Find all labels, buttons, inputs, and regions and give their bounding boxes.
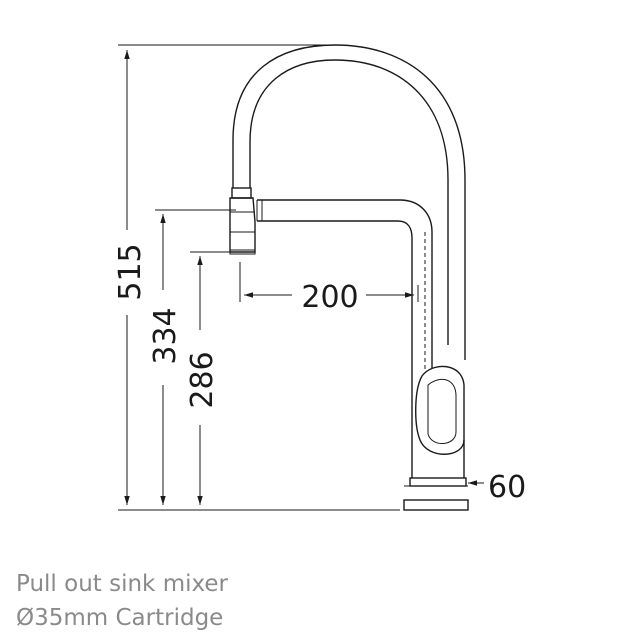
caption-cartridge: Ø35mm Cartridge [16,605,224,631]
dim-height-spout: 334 [148,209,236,505]
dim-base: 60 [468,470,526,505]
spout-arm [257,199,433,368]
dim-label-60: 60 [488,470,526,505]
hose-inner [249,59,449,345]
dim-reach: 200 [239,262,419,315]
dim-label-200: 200 [301,280,358,315]
dim-height-outlet: 286 [185,251,232,505]
dim-label-286: 286 [185,351,220,408]
faucet-outline [229,44,469,511]
faucet-mount-plate [403,499,469,511]
dim-label-334: 334 [148,307,183,364]
spray-head-body [229,197,256,253]
lever-handle [415,365,465,455]
faucet-base [409,477,467,487]
caption-product-type: Pull out sink mixer [16,571,228,597]
dim-label-515: 515 [113,243,148,300]
spray-head-collar [231,187,252,199]
dim-height-total: 515 [113,44,400,511]
